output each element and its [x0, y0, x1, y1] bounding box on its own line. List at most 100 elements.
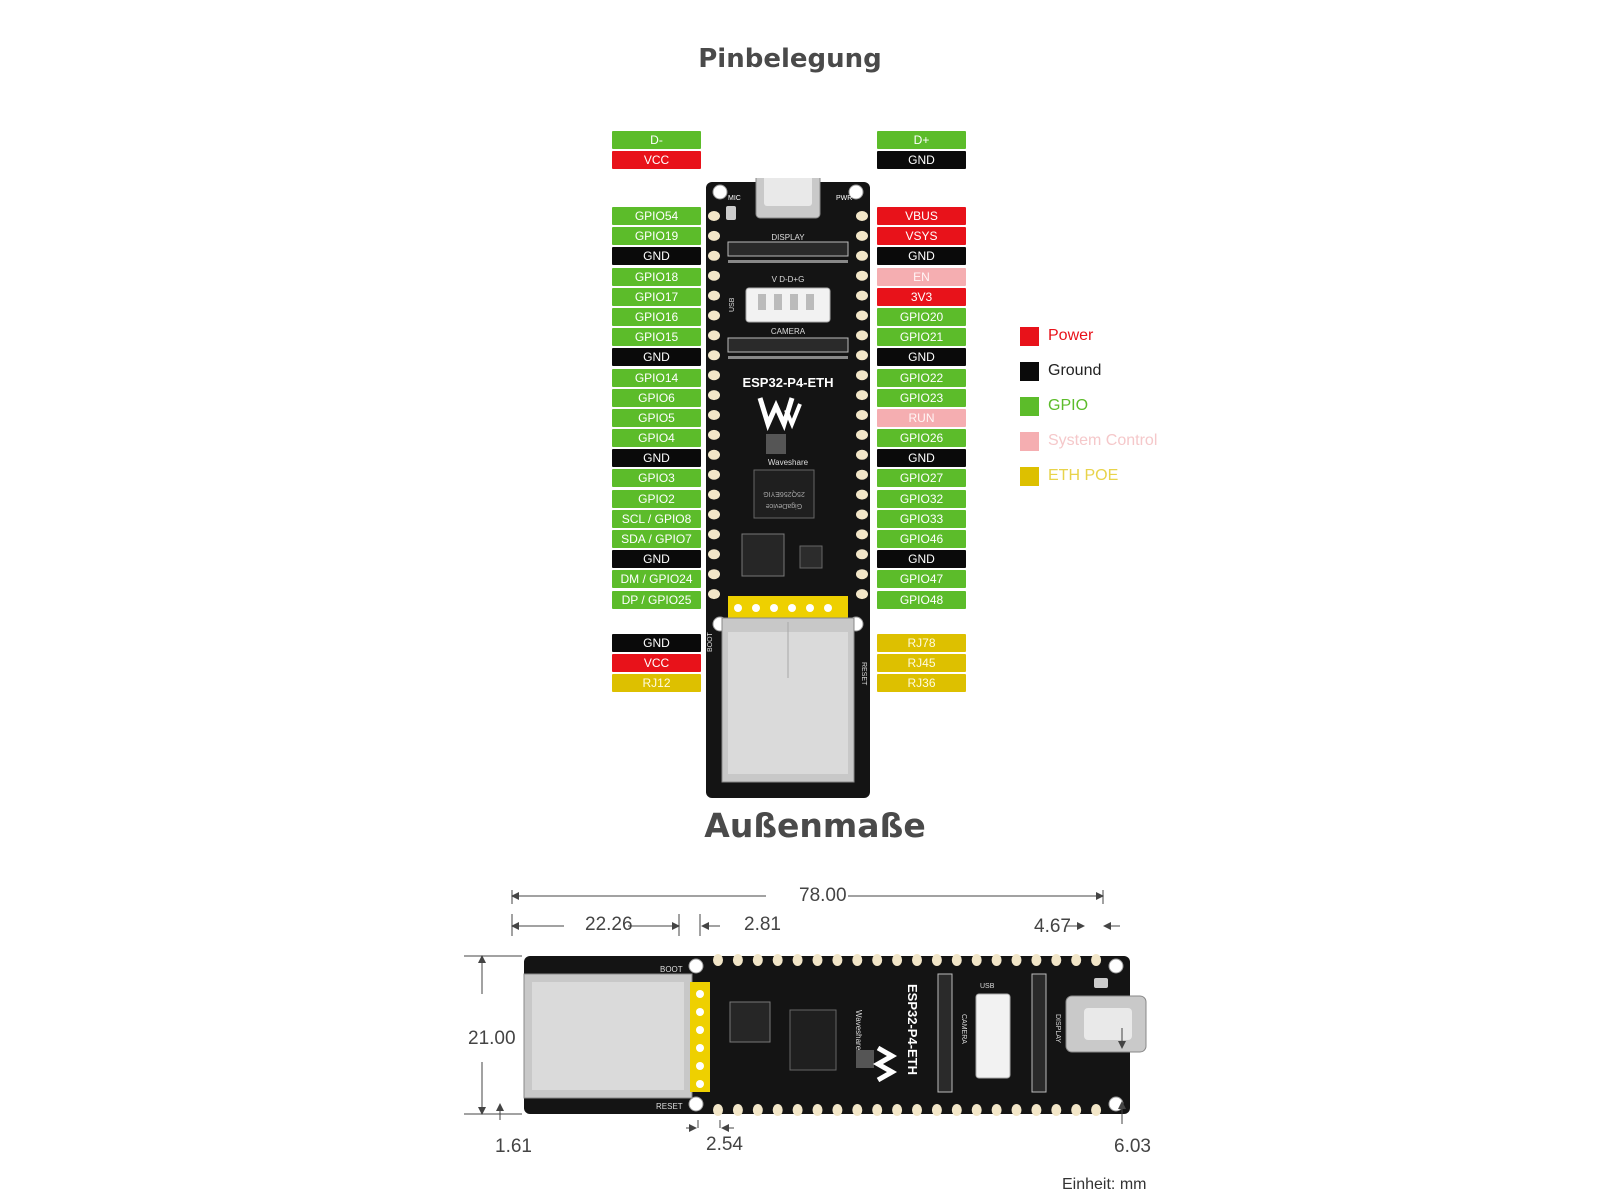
unit-label: Einheit: mm: [1062, 1176, 1147, 1193]
camera-fpc-connector: [727, 337, 849, 353]
pin-label-gnd: GND: [612, 348, 701, 367]
pin-label-gnd: GND: [877, 151, 966, 170]
legend-item-gpio: GPIO: [1020, 396, 1157, 416]
pin-label-vcc: VCC: [612, 654, 701, 673]
pin-pad: [832, 1104, 843, 1116]
dim-pin-pitch: 2.54: [706, 1134, 743, 1155]
waveshare-text-horizontal: Waveshare: [854, 1010, 863, 1051]
pin-label-gpio32: GPIO32: [877, 489, 966, 508]
pin-label-gpio48: GPIO48: [877, 590, 966, 609]
dim-total-length: 78.00: [799, 885, 847, 906]
boot-label-horizontal: BOOT: [660, 965, 683, 974]
pin-pad: [856, 270, 868, 281]
board-name-label: ESP32-P4-ETH: [742, 375, 833, 390]
pin-pad: [708, 350, 720, 361]
pin-pad: [856, 569, 868, 580]
pin-label-gpio16: GPIO16: [612, 307, 701, 326]
reset-label: RESET: [860, 662, 867, 686]
pin-label-rj36: RJ36: [877, 674, 966, 693]
camera-fpc-strip: [728, 356, 848, 359]
pin-pad: [856, 489, 868, 500]
pin-label-d-: D+: [877, 131, 966, 149]
pin-pad: [708, 370, 720, 381]
pin-label-gpio6: GPIO6: [612, 388, 701, 407]
pwr-label: PWR: [836, 195, 852, 202]
poe-header-pins: [734, 604, 832, 612]
mic-icon-horizontal: [1094, 978, 1108, 988]
pin-pad: [892, 1104, 903, 1116]
phy-chip: [799, 545, 823, 569]
legend-swatch: [1020, 326, 1039, 346]
flash-chip: [753, 469, 815, 519]
pin-pad: [708, 509, 720, 520]
display-fpc-connector: [727, 241, 849, 257]
legend-swatch: [1020, 466, 1039, 486]
pin-pad: [856, 390, 868, 401]
pin-label-gpio22: GPIO22: [877, 368, 966, 387]
pin-label-gpio20: GPIO20: [877, 307, 966, 326]
poe-header-horizontal: [690, 982, 710, 1092]
pin-label-gpio18: GPIO18: [612, 267, 701, 286]
pin-pad: [852, 954, 863, 966]
legend-item-ground: Ground: [1020, 361, 1157, 381]
pin-list-right-top: D+ GND: [877, 131, 966, 170]
pin-pad: [856, 211, 868, 221]
pads-left: [708, 211, 720, 600]
pin-pad: [772, 1104, 783, 1116]
waveshare-logo-icon-horizontal: [872, 1045, 898, 1083]
pin-label-gpio27: GPIO27: [877, 469, 966, 488]
small-chip-horizontal: [856, 1050, 874, 1068]
pin-pad: [931, 1104, 942, 1116]
mic-icon: [726, 206, 736, 220]
usb-label: USB: [729, 297, 736, 312]
pin-label-gpio17: GPIO17: [612, 287, 701, 306]
pin-label-rj12: RJ12: [612, 674, 701, 693]
pin-label-gpio23: GPIO23: [877, 388, 966, 407]
legend-item-eth-poe: ETH POE: [1020, 466, 1157, 486]
pin-label-vcc: VCC: [612, 151, 701, 170]
pin-label-gnd: GND: [612, 247, 701, 266]
esp32-chip: [741, 533, 785, 577]
pin-label-vsys: VSYS: [877, 227, 966, 246]
usb-c-port-icon: [764, 178, 812, 206]
usb-label-horizontal: USB: [980, 983, 995, 990]
display-label: DISPLAY: [771, 233, 805, 242]
mount-hole: [688, 958, 704, 974]
pin-pad: [708, 449, 720, 460]
pin-pad: [856, 549, 868, 560]
dim-usb-offset: 6.03: [1114, 1136, 1151, 1157]
pin-pad: [772, 954, 783, 966]
pin-label-vbus: VBUS: [877, 207, 966, 225]
pin-label-en: EN: [877, 267, 966, 286]
pin-pad: [912, 1104, 922, 1116]
pin-pad: [1071, 1104, 1082, 1116]
pin-pad: [872, 1104, 883, 1116]
board-vertical-illustration: MIC PWR DISPLAY USB V D-D+G CAMERA ESP32…: [706, 178, 870, 798]
pin-list-left-top: D-VCC: [612, 131, 701, 170]
pin-pad: [971, 1104, 982, 1116]
pin-pad: [708, 429, 720, 440]
pin-pad: [752, 1104, 763, 1116]
pin-pad: [812, 1104, 823, 1116]
dim-jack-length: 22.26: [585, 914, 633, 935]
legend-swatch: [1020, 361, 1039, 381]
jst-pins: [758, 294, 814, 310]
flash-chip-brand: GigaDevice: [766, 502, 802, 509]
pin-pad: [732, 954, 743, 966]
pin-label-gpio54: GPIO54: [612, 207, 701, 225]
pin-label-gnd: GND: [877, 247, 966, 266]
pin-pad: [856, 529, 868, 540]
pin-pad: [713, 954, 723, 966]
pin-pad: [1031, 1104, 1042, 1116]
flash-chip-model: 25Q256EYIG: [763, 490, 805, 497]
pin-pad: [856, 449, 868, 460]
pin-pad: [708, 390, 720, 401]
pads-bottom: [713, 1104, 1102, 1116]
pin-pad: [708, 211, 720, 221]
pin-label-gnd: GND: [612, 449, 701, 468]
dim-header-offset: 2.81: [744, 914, 781, 935]
pin-pad: [708, 529, 720, 540]
pin-pad: [708, 410, 720, 420]
mount-hole: [712, 184, 728, 200]
